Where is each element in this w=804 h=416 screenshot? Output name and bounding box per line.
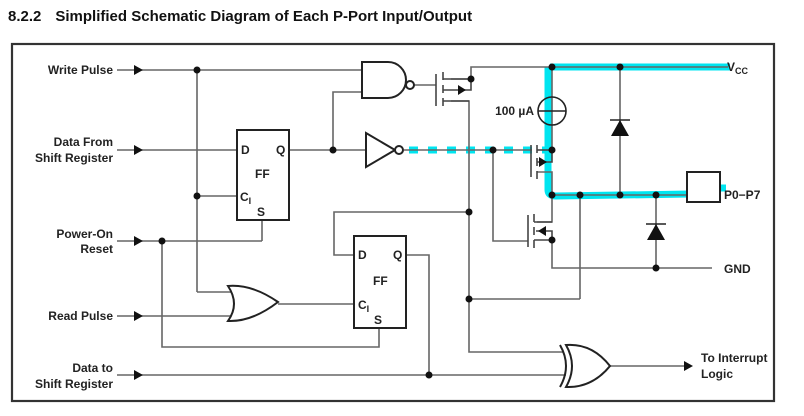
data-to-label-1: Data to	[72, 361, 113, 375]
diode-lower	[646, 223, 666, 240]
section-title: 8.2.2 Simplified Schematic Diagram of Eac…	[8, 8, 472, 25]
svg-text:S: S	[374, 313, 382, 327]
arrow-icon	[134, 145, 143, 155]
data-from-label-2: Shift Register	[35, 151, 113, 165]
read-pulse-label: Read Pulse	[48, 309, 113, 323]
svg-text:CI: CI	[358, 298, 369, 314]
flip-flop-1: D Q FF CI S	[236, 129, 290, 221]
xor-gate	[559, 343, 612, 389]
data-from-label-1: Data From	[54, 135, 113, 149]
svg-text:D: D	[358, 248, 367, 262]
svg-text:Q: Q	[393, 248, 402, 262]
inversion-bubble	[405, 80, 415, 90]
junction-nodes	[158, 63, 660, 379]
svg-text:S: S	[257, 205, 265, 219]
flip-flop-2: D Q FF CI S	[353, 235, 407, 329]
arrow-icon	[134, 370, 143, 380]
port-label: P0−P7	[724, 188, 761, 202]
vcc-label: VCC	[727, 60, 749, 76]
port-pad	[686, 171, 721, 203]
gnd-label: GND	[724, 262, 751, 276]
diode-upper	[610, 119, 630, 136]
arrow-icon	[134, 311, 143, 321]
write-pulse-label: Write Pulse	[48, 63, 113, 77]
input-arrow-icons	[134, 65, 143, 380]
data-to-label-2: Shift Register	[35, 377, 113, 391]
svg-text:FF: FF	[255, 167, 270, 181]
svg-text:FF: FF	[373, 274, 388, 288]
arrow-icon	[134, 65, 143, 75]
interrupt-label-1: To Interrupt	[701, 351, 767, 365]
current-source-label: 100 µA	[495, 104, 534, 118]
arrow-icon	[134, 236, 143, 246]
section-heading: Simplified Schematic Diagram of Each P-P…	[55, 8, 473, 25]
power-on-label-1: Power-On	[56, 227, 113, 241]
pmos-transistor-1	[435, 72, 472, 106]
nand-gate	[361, 61, 415, 99]
nmos-transistor	[527, 214, 553, 248]
internal-wires	[161, 66, 728, 375]
svg-text:Q: Q	[276, 143, 285, 157]
power-on-label-2: Reset	[80, 242, 113, 256]
or-gate	[226, 284, 280, 323]
current-source	[537, 96, 567, 126]
svg-text:CI: CI	[240, 190, 251, 206]
svg-text:D: D	[241, 143, 250, 157]
section-number: 8.2.2	[8, 8, 42, 25]
inverter-gate	[365, 131, 404, 169]
diagram-frame	[10, 42, 776, 403]
interrupt-label-2: Logic	[701, 367, 733, 381]
output-arrow-icon	[684, 361, 693, 371]
inversion-bubble	[394, 145, 404, 155]
